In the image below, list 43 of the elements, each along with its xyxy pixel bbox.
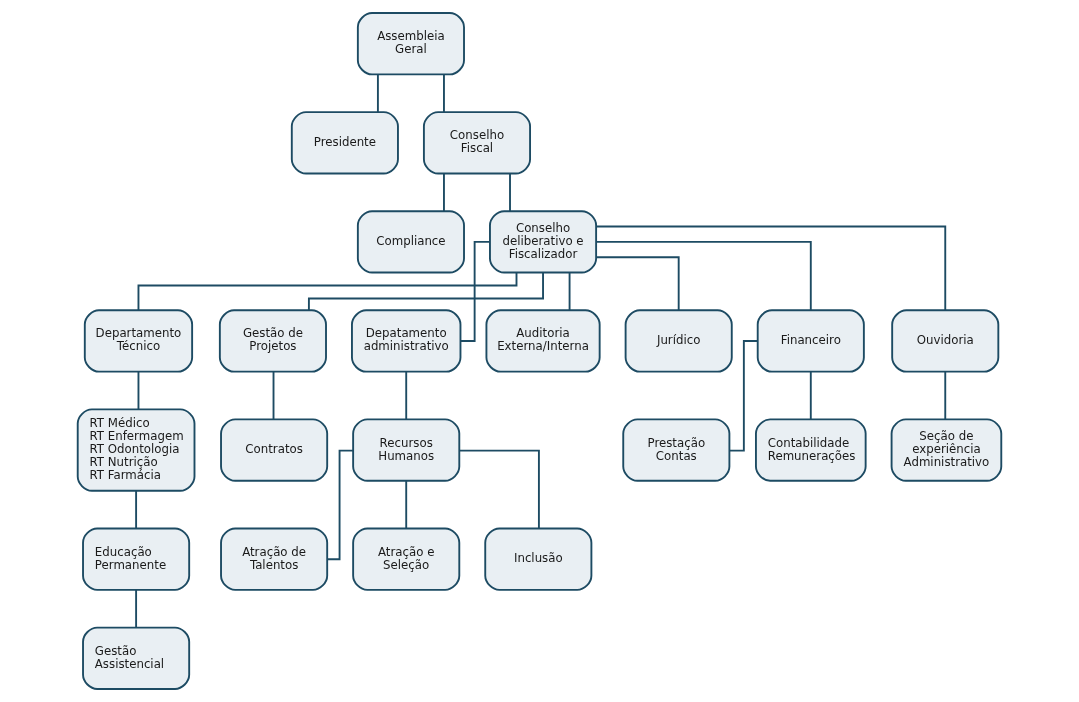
connector [443,172,445,213]
node-box: Presidente [290,111,399,175]
node-box: Conselho Fiscal [422,111,531,175]
node-box: Gestão Assistencial [82,626,191,690]
node-box: Seção de experiência Administrativo [890,418,1003,482]
node-box: RT Médico RT Enfermagem RT Odontologia RT Nutrição RT Farmácia [76,408,196,492]
node-box: Recursos Humanos [352,418,461,482]
node-box: Compliance [356,210,465,274]
connector [809,371,812,421]
connector [944,371,947,421]
node-box: Inclusão [484,527,593,591]
connector [568,271,571,312]
connector [137,371,140,411]
node-box: Departamento Técnico [83,309,194,373]
node-box: Gestão de Projetos [218,309,327,373]
node-box: Depatamento administrativo [351,309,462,373]
node-box: Educação Permanente [82,527,191,591]
node-box: Conselho deliberativo e Fiscalizador [489,210,598,274]
connector [272,371,275,421]
node-box: Assembleia Geral [356,12,465,76]
connector [443,73,445,113]
connector [135,589,138,629]
connector [405,371,408,421]
connector [137,271,518,311]
node-box: Prestação Contas [622,418,731,482]
connector [595,256,680,312]
node-box: Contratos [220,418,329,482]
node-box: Contabilidade Remunerações [755,418,867,482]
node-box: Auditoria Externa/Interna [485,309,601,373]
connector [135,490,138,530]
connector [509,172,511,213]
node-box: Atração e Seleção [352,527,461,591]
connector [307,271,544,312]
node-box: Jurídico [624,309,733,373]
connector [376,73,379,113]
connector [595,225,947,311]
connector [458,449,540,530]
node-box: Financeiro [756,309,865,373]
node-box: Ouvidoria [891,309,1000,373]
connector [405,480,408,530]
connector [595,240,812,312]
node-box: Atração de Talentos [220,527,329,591]
connector [326,449,354,561]
